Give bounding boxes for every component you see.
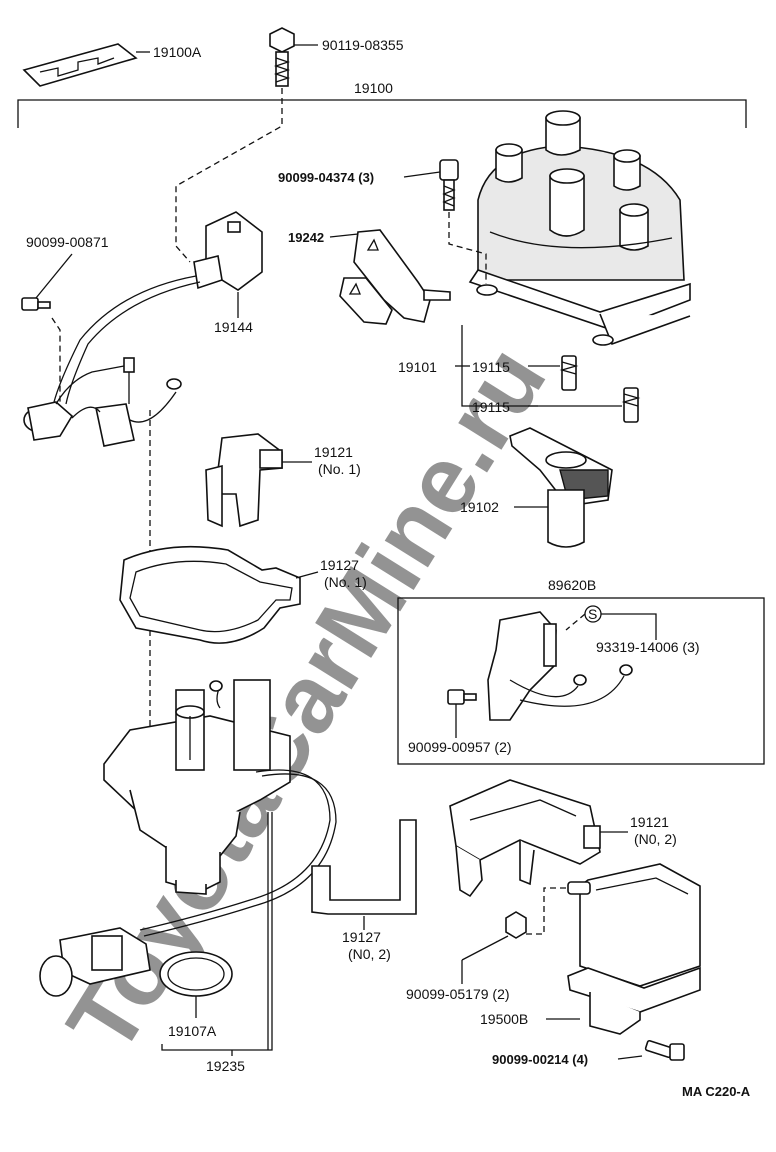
- label-19102: 19102: [460, 499, 499, 515]
- figure-code: MA C220-A: [682, 1084, 751, 1099]
- igniter-group-box: [397, 597, 765, 765]
- label-19127-no2: 19127: [342, 929, 381, 945]
- label-90099-00214: 90099-00214 (4): [492, 1052, 588, 1067]
- label-19121-no1: 19121: [314, 444, 353, 460]
- label-19121-no1-sub: (No. 1): [318, 461, 361, 477]
- label-sticker-part: [22, 43, 150, 87]
- screw-90099-00957-part: [447, 689, 477, 705]
- harness-connector-part: [39, 927, 151, 997]
- bracket-19235: [161, 812, 273, 1051]
- bracket-19242-part: [339, 229, 451, 325]
- label-19127-no2-sub: (N0, 2): [348, 946, 391, 962]
- s-circle-letter: S: [588, 606, 597, 622]
- label-19235: 19235: [206, 1058, 245, 1074]
- label-19242: 19242: [288, 230, 324, 245]
- screw-90099-00214-part: [644, 1039, 685, 1061]
- label-90099-00871: 90099-00871: [26, 234, 109, 250]
- label-93319-14006: 93319-14006 (3): [596, 639, 700, 655]
- label-19127-no1-sub: (No. 1): [324, 574, 367, 590]
- label-90119-08355: 90119-08355: [322, 37, 404, 53]
- label-19100: 19100: [354, 80, 393, 96]
- ignition-coil-part: [567, 863, 701, 1035]
- gasket-19127-no1-part: [119, 545, 301, 644]
- label-19127-no1: 19127: [320, 557, 359, 573]
- bolt-90119-part: [269, 27, 318, 87]
- label-90099-00957: 90099-00957 (2): [408, 739, 512, 755]
- label-19115-b: 19115: [472, 399, 510, 415]
- label-19115-a: 19115: [472, 359, 510, 375]
- cap-screw-part: [439, 159, 459, 211]
- carbon-brush-spring-part: [559, 355, 641, 423]
- label-19101: 19101: [398, 359, 437, 375]
- label-90099-04374: 90099-04374 (3): [278, 170, 374, 185]
- igniter-89620B-part: [487, 611, 633, 721]
- rotor-part: [509, 427, 613, 548]
- label-19500B: 19500B: [480, 1011, 528, 1027]
- nut-90099-05179-part: [505, 911, 527, 939]
- label-19107A: 19107A: [168, 1023, 217, 1039]
- label-90099-05179: 90099-05179 (2): [406, 986, 510, 1002]
- bracket-19100: [17, 99, 747, 128]
- screw-90099-00871-part: [21, 297, 51, 311]
- gasket-19127-no2-part: [311, 819, 417, 915]
- cover-19121-no1-part: [205, 433, 283, 528]
- connector-19144-part: [193, 211, 263, 291]
- label-19121-no2-sub: (N0, 2): [634, 831, 677, 847]
- cover-19121-no2-part: [449, 779, 601, 898]
- sensor-harness-part: [23, 357, 182, 447]
- label-19100A: 19100A: [153, 44, 202, 60]
- label-19121-no2: 19121: [630, 814, 669, 830]
- label-89620B: 89620B: [548, 577, 596, 593]
- distributor-housing-part: [103, 679, 337, 937]
- distributor-cap-part: [468, 110, 691, 346]
- label-19144: 19144: [214, 319, 253, 335]
